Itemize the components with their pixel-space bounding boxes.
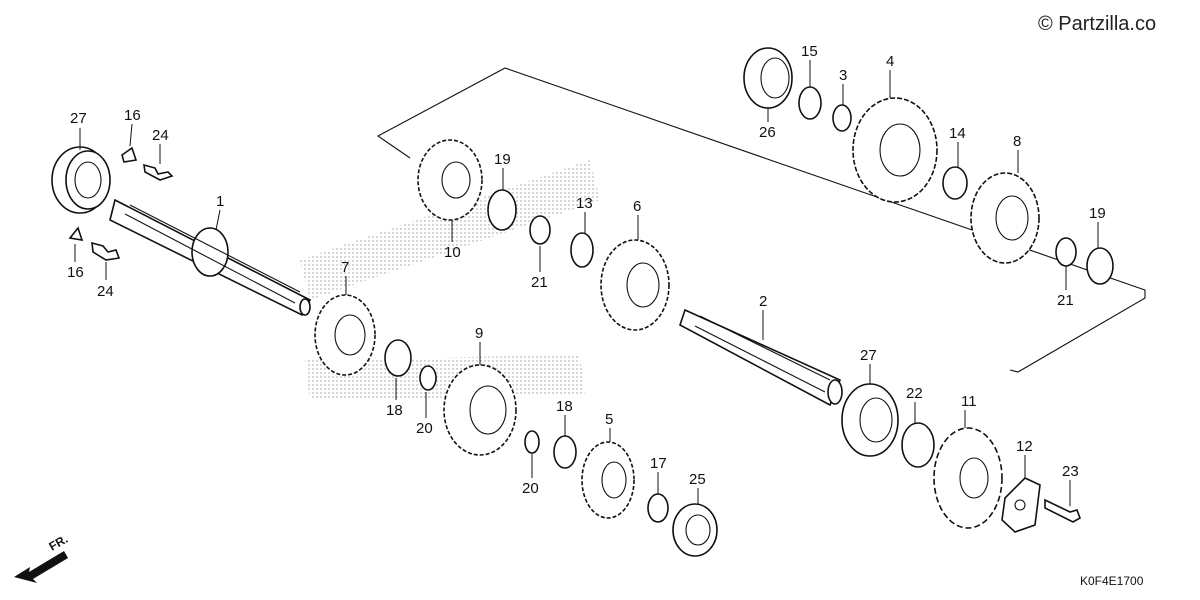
drive-sprocket-11[interactable] bbox=[933, 427, 1003, 529]
callout-24-upper: 24 bbox=[152, 127, 169, 144]
callout-18-left: 18 bbox=[386, 402, 403, 419]
callout-22: 22 bbox=[906, 385, 923, 402]
callout-20-right: 20 bbox=[522, 480, 539, 497]
callout-17: 17 bbox=[650, 455, 667, 472]
callout-18-right: 18 bbox=[556, 398, 573, 415]
mainshaft-1[interactable] bbox=[109, 198, 312, 317]
bolt-23[interactable] bbox=[1044, 498, 1081, 523]
callout-27-right: 27 bbox=[860, 347, 877, 364]
callout-27-left: 27 bbox=[70, 110, 87, 127]
collar-3[interactable] bbox=[832, 104, 852, 132]
copyright-watermark: © Partzilla.co bbox=[1038, 13, 1156, 35]
circlip-20-left[interactable] bbox=[419, 365, 437, 391]
callout-26: 26 bbox=[759, 124, 776, 141]
washer-14[interactable] bbox=[942, 166, 968, 200]
callout-24-lower: 24 bbox=[97, 283, 114, 300]
shaded-area-upper bbox=[300, 160, 600, 300]
gear-5[interactable] bbox=[581, 441, 635, 519]
gear-9[interactable] bbox=[443, 364, 517, 456]
washer-19-left[interactable] bbox=[487, 189, 517, 231]
washer-17[interactable] bbox=[647, 493, 669, 523]
front-direction-arrow: FR. bbox=[14, 532, 70, 583]
callout-25: 25 bbox=[689, 471, 706, 488]
callout-13: 13 bbox=[576, 195, 593, 212]
callout-2: 2 bbox=[759, 293, 767, 310]
group-outline bbox=[376, 67, 1146, 373]
callout-21-left: 21 bbox=[531, 274, 548, 291]
collar-13[interactable] bbox=[570, 232, 594, 268]
leader-lines bbox=[74, 60, 1099, 506]
washer-15[interactable] bbox=[798, 86, 822, 120]
callout-6: 6 bbox=[633, 198, 641, 215]
bolt-24-lower[interactable] bbox=[91, 241, 121, 261]
gear-10[interactable] bbox=[417, 139, 483, 221]
gear-4[interactable] bbox=[852, 97, 938, 203]
callout-20-left: 20 bbox=[416, 420, 433, 437]
callout-23: 23 bbox=[1062, 463, 1079, 480]
washer-18-left[interactable] bbox=[384, 339, 412, 377]
gear-6[interactable] bbox=[600, 239, 670, 331]
callout-4: 4 bbox=[886, 53, 894, 70]
diagram-code: K0F4E1700 bbox=[1080, 574, 1144, 588]
callout-19-left: 19 bbox=[494, 151, 511, 168]
front-label: FR. bbox=[47, 532, 71, 554]
washer-19-right[interactable] bbox=[1086, 247, 1114, 285]
callout-21-right: 21 bbox=[1057, 292, 1074, 309]
bearing-25[interactable] bbox=[672, 503, 718, 557]
circlip-20-right[interactable] bbox=[524, 430, 540, 454]
circlip-21-right[interactable] bbox=[1055, 237, 1077, 267]
circlip-21-left[interactable] bbox=[529, 215, 551, 245]
bearing-26[interactable] bbox=[743, 47, 793, 109]
gear-8[interactable] bbox=[970, 172, 1040, 264]
callout-8: 8 bbox=[1013, 133, 1021, 150]
callout-15: 15 bbox=[801, 43, 818, 60]
callout-14: 14 bbox=[949, 125, 966, 142]
bearing-27-right[interactable] bbox=[841, 383, 899, 457]
callout-16-upper: 16 bbox=[124, 107, 141, 124]
washer-18-right[interactable] bbox=[553, 435, 577, 469]
callout-3: 3 bbox=[839, 67, 847, 84]
callout-16-lower: 16 bbox=[67, 264, 84, 281]
washer-16-lower[interactable] bbox=[68, 226, 84, 242]
collar-22[interactable] bbox=[901, 422, 935, 468]
washer-16-upper[interactable] bbox=[121, 146, 138, 163]
callout-10: 10 bbox=[444, 244, 461, 261]
callout-5: 5 bbox=[605, 411, 613, 428]
bearing-27-left[interactable] bbox=[51, 146, 111, 214]
callout-9: 9 bbox=[475, 325, 483, 342]
callout-12: 12 bbox=[1016, 438, 1033, 455]
callout-1: 1 bbox=[216, 193, 224, 210]
bolt-24-upper[interactable] bbox=[143, 163, 174, 181]
callout-11: 11 bbox=[961, 393, 977, 410]
shaded-area-lower bbox=[305, 355, 585, 400]
callout-7: 7 bbox=[341, 259, 349, 276]
callout-19-right: 19 bbox=[1089, 205, 1106, 222]
countershaft-2[interactable] bbox=[679, 308, 843, 407]
gear-7[interactable] bbox=[314, 294, 376, 376]
sprocket-plate-12[interactable] bbox=[1001, 477, 1041, 533]
